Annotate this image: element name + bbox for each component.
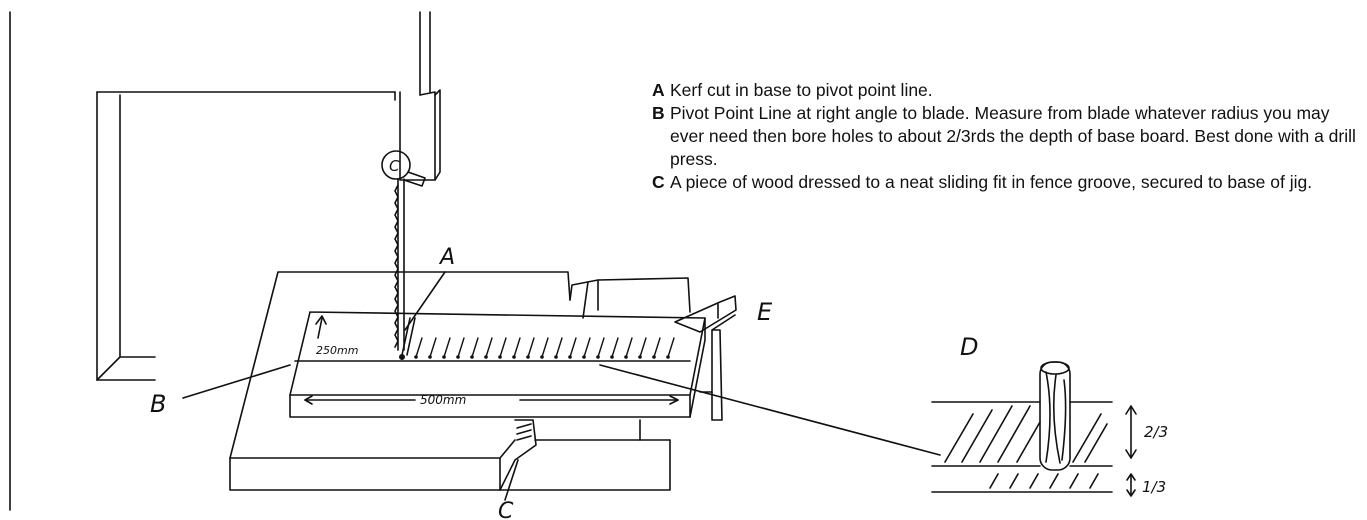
note-text: Kerf cut in base to pivot point line. — [670, 80, 933, 100]
leader-a — [404, 271, 446, 331]
leader-d — [599, 364, 941, 456]
note-c: C A piece of wood dressed to a neat slid… — [652, 171, 1362, 194]
rip-fence — [569, 277, 691, 319]
leader-b — [182, 364, 291, 399]
bandsaw-frame — [96, 11, 441, 381]
clamp — [674, 295, 737, 421]
note-key: B — [652, 103, 665, 123]
label-c-groove: C — [498, 499, 514, 520]
dim-500-arrow — [304, 395, 679, 405]
dim-250-arrow — [315, 315, 327, 339]
legend-notes: A Kerf cut in base to pivot point line. … — [652, 79, 1362, 194]
pivot-point-line — [294, 337, 691, 362]
label-c-guide: C — [389, 157, 400, 175]
leader-c — [504, 459, 519, 501]
label-e: E — [757, 298, 773, 326]
pivot-hole-marks — [415, 337, 675, 358]
note-key: A — [652, 80, 665, 100]
saw-blade — [394, 178, 405, 351]
guide-block — [499, 419, 537, 491]
note-b: B Pivot Point Line at right angle to bla… — [652, 102, 1362, 171]
jig-base-board — [289, 311, 706, 418]
label-500mm: 500mm — [420, 393, 466, 407]
detail-d-cross-section — [931, 361, 1137, 497]
kerf-cut — [398, 317, 416, 360]
note-text: A piece of wood dressed to a neat slidin… — [670, 172, 1313, 192]
note-text: Pivot Point Line at right angle to blade… — [670, 103, 1356, 169]
note-key: C — [652, 172, 665, 192]
saw-table — [229, 271, 671, 491]
label-a: A — [438, 245, 455, 270]
note-a: A Kerf cut in base to pivot point line. — [652, 79, 1362, 102]
upper-blade-guide — [381, 150, 426, 187]
label-d: D — [960, 333, 978, 361]
label-250mm: 250mm — [316, 344, 358, 357]
label-one-third: 1/3 — [1142, 478, 1166, 496]
label-b: B — [150, 390, 166, 418]
label-two-thirds: 2/3 — [1144, 423, 1168, 441]
